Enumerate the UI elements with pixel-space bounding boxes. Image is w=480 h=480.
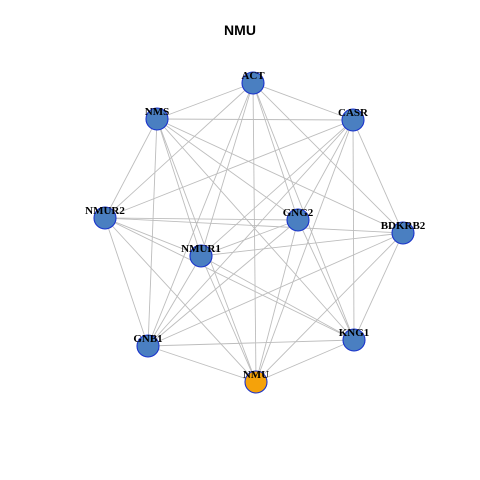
edge-casr-nmur1: [200, 119, 354, 257]
node-label-gng2: GNG2: [283, 207, 314, 219]
edge-gng2-nmu: [255, 219, 299, 383]
edge-nmur1-gnb1: [147, 255, 202, 347]
edge-casr-gnb1: [147, 119, 354, 347]
node-nmur1[interactable]: [189, 244, 213, 268]
edge-gng2-gnb1: [147, 219, 299, 347]
edge-nms-nmur1: [156, 118, 202, 257]
edge-act-gng2: [252, 82, 299, 221]
edge-nmur2-gnb1: [104, 217, 149, 347]
edge-act-nms: [156, 82, 254, 120]
node-label-casr: CASR: [338, 107, 369, 119]
edge-nmur1-kng1: [200, 255, 355, 341]
edge-gng2-kng1: [297, 219, 355, 341]
node-bdkrb2[interactable]: [391, 221, 415, 245]
node-label-gnb1: GNB1: [133, 333, 162, 345]
edge-gng2-nmur1: [200, 219, 299, 257]
edge-nmur2-nmu: [104, 217, 257, 383]
node-label-kng1: KNG1: [339, 327, 370, 339]
edge-act-bdkrb2: [252, 82, 404, 234]
edge-kng1-nmu: [255, 339, 355, 383]
edge-nmur2-nmur1: [104, 217, 202, 257]
node-label-nmu: NMU: [243, 369, 269, 381]
figure-title: NMU: [224, 22, 256, 38]
edge-nms-kng1: [156, 118, 355, 341]
edge-act-nmur2: [104, 82, 254, 219]
edge-nms-gng2: [156, 118, 299, 221]
edge-bdkrb2-nmu: [255, 232, 404, 383]
edge-casr-kng1: [352, 119, 355, 341]
edge-gnb1-nmu: [147, 345, 257, 383]
edge-bdkrb2-gnb1: [147, 232, 404, 347]
node-gng2[interactable]: [286, 208, 310, 232]
edge-casr-nms: [156, 118, 354, 121]
edge-act-gnb1: [147, 82, 254, 347]
node-casr[interactable]: [341, 108, 365, 132]
edge-casr-nmu: [255, 119, 354, 383]
edge-layer: [104, 82, 404, 383]
edge-act-casr: [252, 82, 354, 121]
edge-nmur1-bdkrb2: [200, 232, 404, 257]
node-act[interactable]: [241, 71, 265, 95]
node-layer: [93, 71, 415, 394]
node-label-nms: NMS: [145, 106, 169, 118]
edge-casr-gng2: [297, 119, 354, 221]
edge-bdkrb2-kng1: [353, 232, 404, 341]
edge-nms-gnb1: [147, 118, 158, 347]
edge-act-nmu: [252, 82, 257, 383]
node-label-nmur1: NMUR1: [181, 243, 221, 255]
node-label-act: ACT: [241, 70, 265, 82]
edge-kng1-gnb1: [147, 339, 355, 347]
edge-nmur1-nmu: [200, 255, 257, 383]
node-nmur2[interactable]: [93, 206, 117, 230]
node-label-bdkrb2: BDKRB2: [381, 220, 426, 232]
node-gnb1[interactable]: [136, 334, 160, 358]
edge-casr-bdkrb2: [352, 119, 404, 234]
edge-nmur2-bdkrb2: [104, 217, 404, 234]
edge-nmur2-gng2: [104, 217, 299, 221]
node-label-nmur2: NMUR2: [85, 205, 125, 217]
edge-nmur2-kng1: [104, 217, 355, 341]
edge-casr-nmur2: [104, 119, 354, 219]
node-nmu[interactable]: [244, 370, 268, 394]
node-kng1[interactable]: [342, 328, 366, 352]
edge-nms-nmur2: [104, 118, 158, 219]
node-nms[interactable]: [145, 107, 169, 131]
edge-nms-bdkrb2: [156, 118, 404, 234]
